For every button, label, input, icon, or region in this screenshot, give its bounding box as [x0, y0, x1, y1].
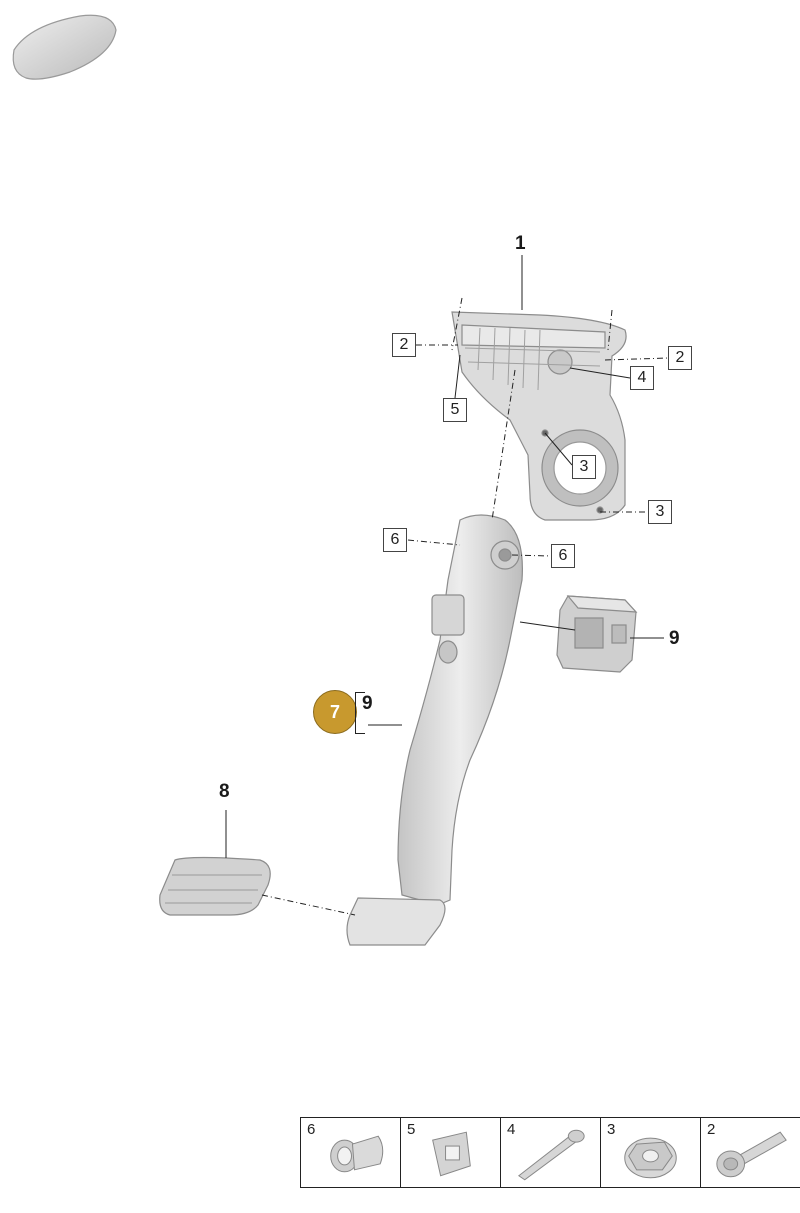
car-icon	[12, 14, 117, 80]
callout-3-lower[interactable]: 3	[648, 500, 672, 524]
callout-7-badge[interactable]: 7	[313, 690, 357, 734]
pedal-arm	[397, 514, 523, 906]
callout-5[interactable]: 5	[443, 398, 467, 422]
pin-icon	[517, 1129, 585, 1181]
foot-plate	[346, 897, 446, 946]
legend-cell-2[interactable]: 2	[701, 1118, 800, 1187]
legend-number: 5	[407, 1121, 416, 1138]
bolt-icon	[716, 1131, 787, 1178]
legend-cell-3[interactable]: 3	[601, 1118, 701, 1187]
callout-2-left[interactable]: 2	[392, 333, 416, 357]
leader-lines	[225, 255, 669, 916]
bracket-marker	[355, 692, 365, 734]
clip-icon	[432, 1131, 471, 1177]
bushing-icon	[330, 1135, 384, 1173]
callout-3-upper[interactable]: 3	[572, 455, 596, 479]
legend-cell-4[interactable]: 4	[501, 1118, 601, 1187]
legend-number: 3	[607, 1121, 616, 1138]
legend-number: 2	[707, 1121, 716, 1138]
callout-1[interactable]: 1	[515, 233, 526, 254]
pedal-sensor	[556, 595, 638, 673]
legend-cell-6[interactable]: 6	[301, 1118, 401, 1187]
callout-9-sensor[interactable]: 9	[669, 628, 680, 649]
callout-8[interactable]: 8	[219, 781, 230, 802]
callout-4[interactable]: 4	[630, 366, 654, 390]
legend-number: 4	[507, 1121, 516, 1138]
callout-6-left[interactable]: 6	[383, 528, 407, 552]
flange-nut-icon	[624, 1137, 677, 1179]
pedal-pad	[159, 856, 271, 916]
legend-number: 6	[307, 1121, 316, 1138]
small-parts-legend: 6 5 4 3	[300, 1117, 800, 1188]
pedal-bracket	[451, 311, 627, 521]
legend-cell-5[interactable]: 5	[401, 1118, 501, 1187]
callout-9-pedal[interactable]: 9	[362, 693, 373, 714]
callout-2-right[interactable]: 2	[668, 346, 692, 370]
callout-6-right[interactable]: 6	[551, 544, 575, 568]
